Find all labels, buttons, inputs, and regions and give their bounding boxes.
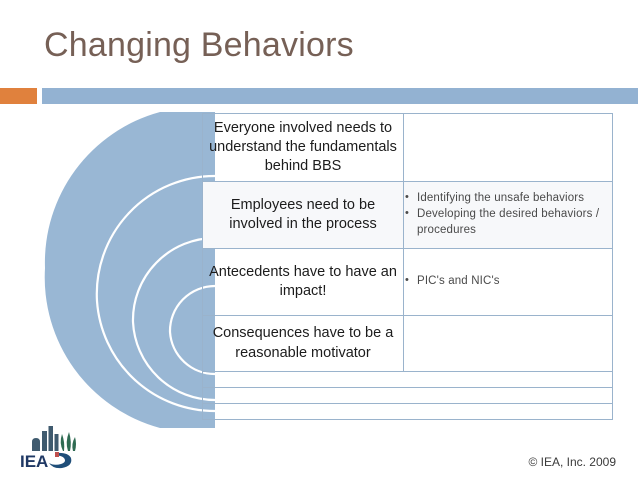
- iea-logo: IEA: [20, 426, 76, 471]
- arc-outline-1: [95, 174, 215, 413]
- empty-cell: [202, 403, 613, 420]
- copyright-notice: © IEA, Inc. 2009: [528, 455, 616, 469]
- table-row-empty: [202, 403, 613, 420]
- content-table: Everyone involved needs to understand th…: [202, 113, 613, 420]
- page-title: Changing Behaviors: [44, 26, 354, 64]
- list-item: Developing the desired behaviors / proce…: [404, 206, 612, 238]
- table-row-empty: [202, 387, 613, 404]
- empty-cell: [202, 387, 613, 404]
- divider-accent-blue: [42, 88, 638, 104]
- table-row: Consequences have to be a reasonable mot…: [202, 315, 613, 372]
- bullet-list: Identifying the unsafe behaviors Develop…: [404, 190, 612, 238]
- concentric-arcs-graphic: [44, 112, 215, 428]
- table-row: Employees need to be involved in the pro…: [202, 181, 613, 249]
- row-heading: Antecedents have to have an impact!: [202, 248, 404, 316]
- row-details: PIC's and NIC's: [403, 248, 613, 316]
- bullet-list: PIC's and NIC's: [404, 273, 612, 289]
- row-details: Identifying the unsafe behaviors Develop…: [403, 181, 613, 249]
- table-row-empty: [202, 371, 613, 388]
- arc-fill-outer: [44, 112, 215, 428]
- list-item: Identifying the unsafe behaviors: [404, 190, 612, 206]
- empty-cell: [202, 371, 613, 388]
- row-heading: Consequences have to be a reasonable mot…: [202, 315, 404, 372]
- row-details: [403, 315, 613, 372]
- row-heading: Employees need to be involved in the pro…: [202, 181, 404, 249]
- row-details: [403, 113, 613, 182]
- arc-outline-3: [168, 284, 215, 376]
- list-item: PIC's and NIC's: [404, 273, 612, 289]
- table-row: Antecedents have to have an impact! PIC'…: [202, 248, 613, 316]
- row-heading: Everyone involved needs to understand th…: [202, 113, 404, 182]
- logo-text: IEA: [20, 452, 48, 471]
- divider-accent-orange: [0, 88, 37, 104]
- logo-graphic: [32, 426, 76, 469]
- arc-outline-2: [131, 236, 215, 402]
- table-row: Everyone involved needs to understand th…: [202, 113, 613, 182]
